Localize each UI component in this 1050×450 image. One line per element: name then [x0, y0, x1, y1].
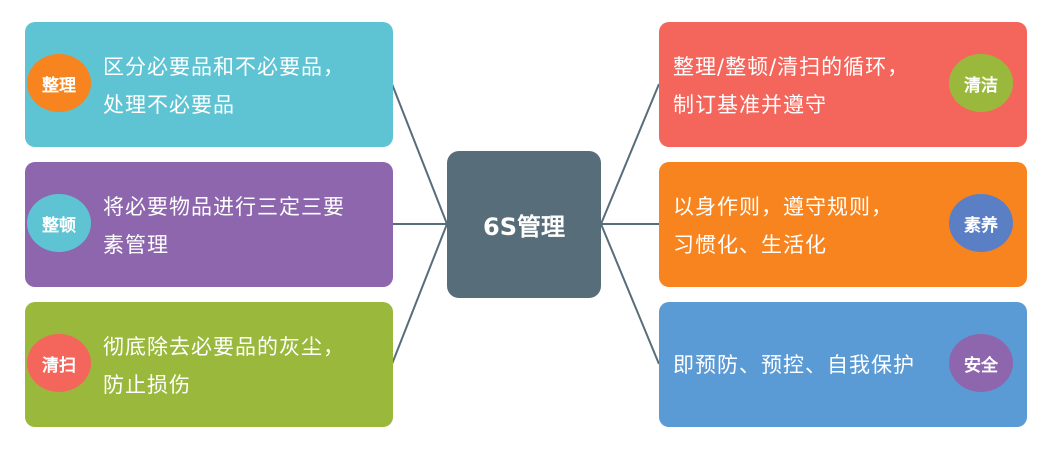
badge-zhengdun: 整顿 — [27, 194, 91, 252]
card-text-qingsao: 彻底除去必要品的灰尘， 防止损伤 — [103, 335, 345, 397]
badge-anquan: 安全 — [949, 334, 1013, 392]
badge-qingjie: 清洁 — [949, 54, 1013, 112]
card-suyang: 以身作则，遵守规则， 习惯化、生活化 素养 — [659, 162, 1027, 287]
card-qingjie: 整理/整顿/清扫的循环， 制订基准并遵守 清洁 — [659, 22, 1027, 147]
card-text-anquan: 即预防、预控、自我保护 — [673, 353, 915, 377]
card-text-zhengdun: 将必要物品进行三定三要 素管理 — [103, 195, 345, 257]
badge-suyang: 素养 — [949, 194, 1013, 252]
connector-line-right-1 — [600, 83, 660, 225]
card-zhengdun: 整顿 将必要物品进行三定三要 素管理 — [25, 162, 393, 287]
card-text-suyang: 以身作则，遵守规则， 习惯化、生活化 — [673, 195, 893, 257]
card-text-zhengli: 区分必要品和不必要品， 处理不必要品 — [103, 55, 345, 117]
card-text-qingjie: 整理/整顿/清扫的循环， 制订基准并遵守 — [673, 55, 910, 117]
connector-line-left-1 — [391, 83, 448, 225]
connector-line-right-3 — [600, 223, 660, 365]
badge-qingsao: 清扫 — [27, 334, 91, 392]
connector-line-left-3 — [391, 223, 448, 365]
badge-zhengli: 整理 — [27, 54, 91, 112]
card-qingsao: 清扫 彻底除去必要品的灰尘， 防止损伤 — [25, 302, 393, 427]
card-anquan: 即预防、预控、自我保护 安全 — [659, 302, 1027, 427]
center-node: 6S管理 — [447, 151, 601, 298]
card-zhengli: 整理 区分必要品和不必要品， 处理不必要品 — [25, 22, 393, 147]
